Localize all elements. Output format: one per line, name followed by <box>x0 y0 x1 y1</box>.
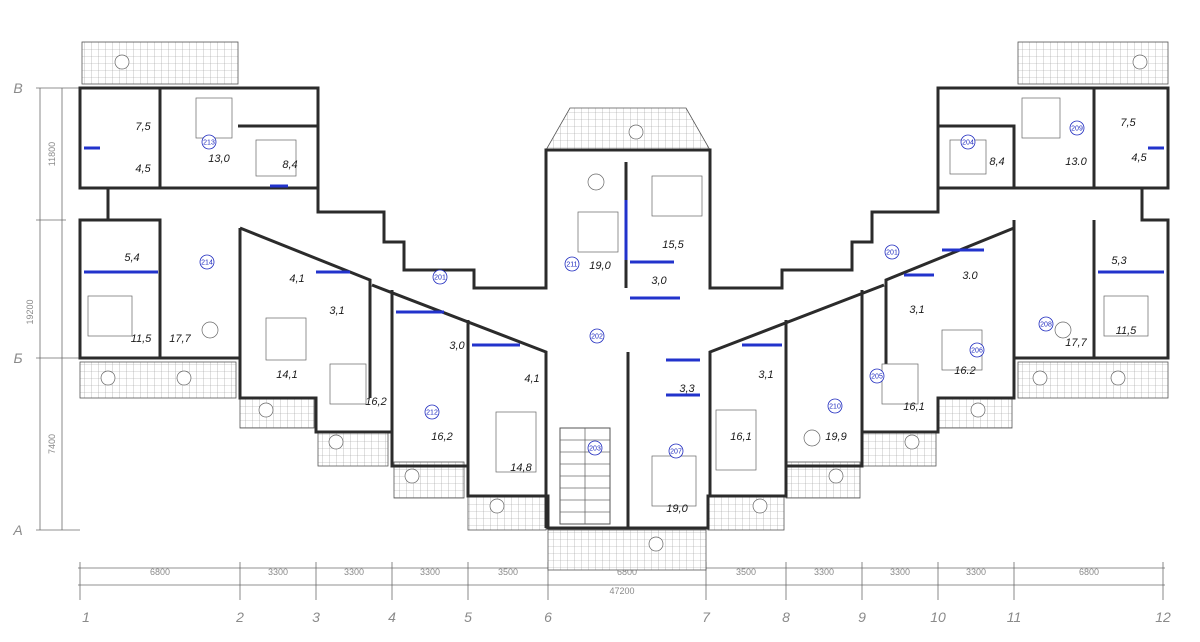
room-202: 202 <box>591 334 603 341</box>
room-207: 207 <box>670 449 682 456</box>
axis-9: 9 <box>858 609 866 625</box>
area-label: 19,9 <box>825 431 846 443</box>
dim-8-9: 3300 <box>814 567 834 577</box>
axis-8: 8 <box>782 609 790 625</box>
room-203: 203 <box>589 446 601 453</box>
dim-left-1: 11800 <box>47 142 57 166</box>
area-label: 3,0 <box>449 340 465 352</box>
area-label: 3,0 <box>651 275 667 287</box>
axis-4: 4 <box>388 609 396 625</box>
area-label: 7,5 <box>1120 117 1136 129</box>
area-label: 5,4 <box>124 252 139 264</box>
area-label: 3,1 <box>909 304 924 316</box>
room-201-right: 201 <box>886 250 898 257</box>
dim-11-12: 6800 <box>1079 567 1099 577</box>
axis-labels-columns: 1 2 3 4 5 6 7 8 9 10 11 12 <box>82 609 1171 625</box>
dim-7-8: 3500 <box>736 567 756 577</box>
axis-10: 10 <box>930 609 946 625</box>
area-labels: 7,5 13,0 8,4 4,5 5,4 11,5 17,7 4,1 14,1 … <box>124 117 1147 515</box>
area-label: 16.2 <box>954 365 975 377</box>
area-label: 4,1 <box>289 273 304 285</box>
area-label: 3,1 <box>329 305 344 317</box>
building-walls <box>78 86 1170 530</box>
room-208: 208 <box>1040 322 1052 329</box>
area-label: 11,5 <box>131 333 152 345</box>
area-label: 7,5 <box>135 121 151 133</box>
room-210: 210 <box>829 404 841 411</box>
area-label: 17,7 <box>1065 337 1087 349</box>
room-204: 204 <box>962 140 974 147</box>
room-211: 211 <box>566 262 577 269</box>
furniture <box>87 54 1149 552</box>
dim-4-5: 3300 <box>420 567 440 577</box>
room-205: 205 <box>871 374 883 381</box>
area-label: 4,5 <box>135 163 151 175</box>
dim-10-11: 3300 <box>966 567 986 577</box>
axis-row-b: Б <box>13 350 22 366</box>
area-label: 3,3 <box>679 383 695 395</box>
dim-5-6: 3500 <box>498 567 518 577</box>
area-label: 3,1 <box>758 369 773 381</box>
room-markers: 213 214 201 211 202 212 203 207 210 205 … <box>199 120 1085 459</box>
area-label: 8,4 <box>989 156 1004 168</box>
axis-row-v: В <box>13 80 22 96</box>
area-label: 14,1 <box>276 369 297 381</box>
axis-3: 3 <box>312 609 320 625</box>
area-label: 16,2 <box>365 396 386 408</box>
axis-5: 5 <box>464 609 472 625</box>
area-label: 16,1 <box>730 431 751 443</box>
room-212: 212 <box>426 410 438 417</box>
area-label: 4,5 <box>1131 152 1147 164</box>
area-label: 13.0 <box>1065 156 1087 168</box>
staircase <box>559 427 611 525</box>
area-label: 8,4 <box>282 159 297 171</box>
area-label: 16,1 <box>903 401 924 413</box>
glazing <box>84 146 1164 397</box>
area-label: 13,0 <box>208 153 230 165</box>
area-label: 4,1 <box>524 373 539 385</box>
dim-9-10: 3300 <box>890 567 910 577</box>
room-201-left: 201 <box>434 275 446 282</box>
balconies <box>79 41 1169 571</box>
room-214: 214 <box>201 260 213 267</box>
area-label: 19,0 <box>589 260 611 272</box>
area-label: 5,3 <box>1111 255 1127 267</box>
room-209: 209 <box>1071 126 1083 133</box>
axis-12: 12 <box>1155 609 1171 625</box>
area-label: 17,7 <box>169 333 191 345</box>
area-label: 14,8 <box>510 462 532 474</box>
axis-row-a: А <box>12 522 22 538</box>
axis-11: 11 <box>1007 609 1022 625</box>
area-label: 19,0 <box>666 503 688 515</box>
dim-2-3: 3300 <box>268 567 288 577</box>
axis-2: 2 <box>235 609 244 625</box>
axis-labels-rows: В Б А <box>12 80 22 538</box>
area-label: 3.0 <box>962 270 978 282</box>
room-206: 206 <box>971 348 983 355</box>
dim-left-3: 7400 <box>47 434 57 454</box>
dim-6-7: 6800 <box>617 567 637 577</box>
room-213: 213 <box>203 140 215 147</box>
dim-1-2: 6800 <box>150 567 170 577</box>
area-label: 16,2 <box>431 431 452 443</box>
dim-3-4: 3300 <box>344 567 364 577</box>
axis-1: 1 <box>82 609 90 625</box>
bottom-dimensions: 6800 3300 3300 3300 3500 6800 3500 3300 … <box>150 567 1099 596</box>
dim-total: 47200 <box>609 586 634 596</box>
area-label: 15,5 <box>662 239 684 251</box>
area-label: 11,5 <box>1116 325 1137 337</box>
left-dimensions: 11800 19200 7400 <box>25 142 57 454</box>
dim-left-2: 19200 <box>25 299 35 324</box>
axis-7: 7 <box>702 609 711 625</box>
axis-6: 6 <box>544 609 552 625</box>
